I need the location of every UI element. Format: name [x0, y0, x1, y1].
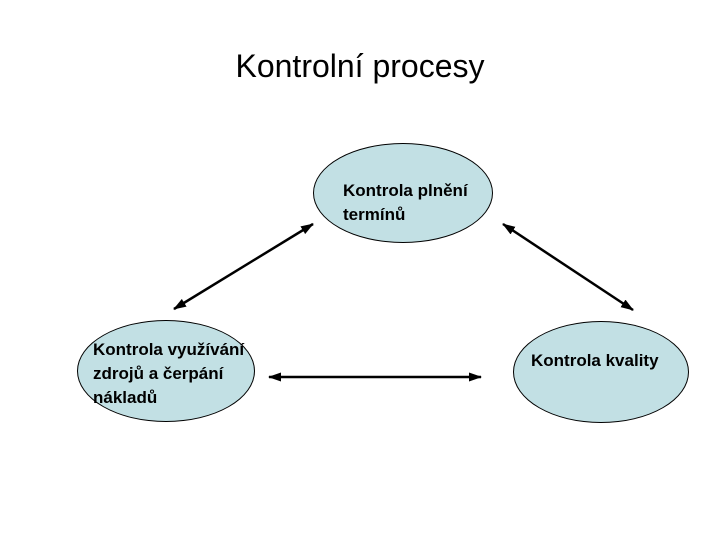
node-ellipse-deadlines — [313, 143, 493, 243]
node-ellipse-quality — [513, 321, 689, 423]
node-label-deadlines: Kontrola plnění termínů — [343, 181, 468, 224]
node-label-resources: Kontrola využívání zdrojů a čerpání nákl… — [93, 340, 245, 407]
connector-top-to-right — [502, 222, 634, 312]
node-label-quality: Kontrola kvality — [531, 351, 659, 370]
slide-title: Kontrolní procesy — [235, 48, 485, 84]
node-ellipse-resources — [77, 320, 255, 422]
connector-top-to-left — [173, 222, 314, 311]
